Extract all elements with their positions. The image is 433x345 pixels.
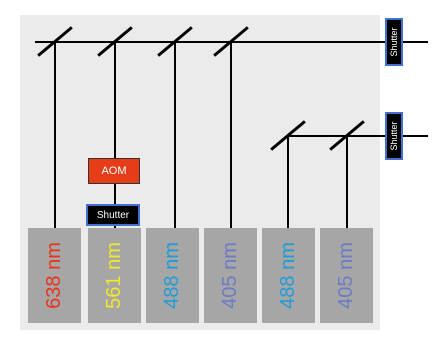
shutter-561-label: Shutter (96, 209, 130, 221)
beam-laser-488-a (174, 41, 176, 228)
beam-laser-561 (114, 41, 116, 228)
shutter-lower-label: Shutter (389, 121, 399, 151)
laser-405-a: 405 nm (204, 228, 257, 323)
laser-405-b: 405 nm (320, 228, 373, 323)
beam-laser-638 (54, 41, 56, 228)
laser-405-a-label: 405 nm (219, 242, 241, 309)
laser-488-b-label: 488 nm (277, 242, 299, 309)
aom-label: AOM (101, 165, 127, 177)
laser-561: 561 nm (88, 228, 141, 323)
laser-488-b: 488 nm (262, 228, 315, 323)
shutter-561: Shutter (86, 204, 140, 226)
laser-488-a: 488 nm (146, 228, 199, 323)
laser-488-a-label: 488 nm (161, 242, 183, 309)
lower-beam-line (287, 135, 428, 137)
shutter-lower: Shutter (385, 112, 403, 160)
laser-561-label: 561 nm (103, 242, 125, 309)
laser-638-label: 638 nm (43, 242, 65, 309)
laser-405-b-label: 405 nm (335, 242, 357, 309)
beam-laser-488-b (287, 135, 289, 228)
aom-box: AOM (88, 158, 140, 184)
shutter-upper: Shutter (385, 18, 403, 66)
beam-laser-405-b (346, 135, 348, 228)
laser-638: 638 nm (28, 228, 81, 323)
beam-laser-405-a (230, 41, 232, 228)
shutter-upper-label: Shutter (389, 27, 399, 57)
